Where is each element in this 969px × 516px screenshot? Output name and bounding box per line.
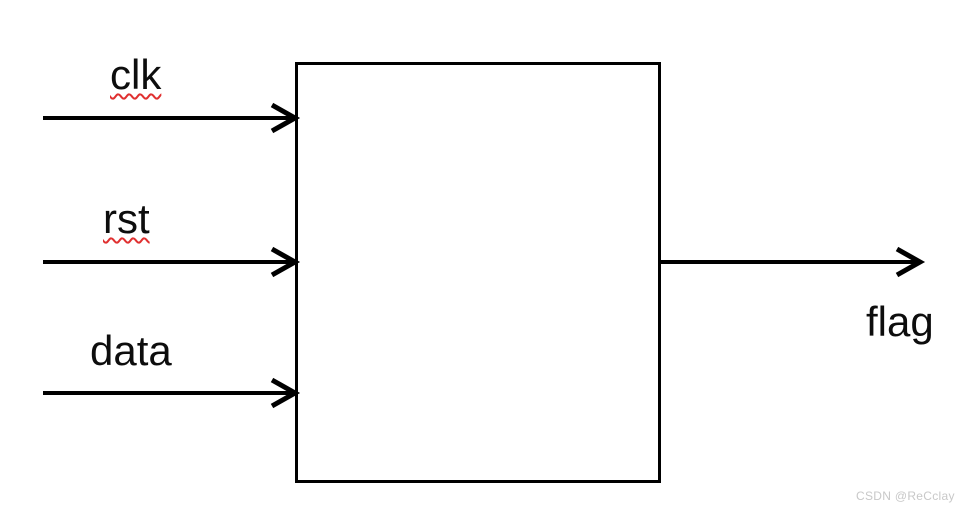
input-signal-clk: [43, 102, 301, 134]
data-arrowhead-icon: [270, 377, 301, 409]
signal-label-clk: clk: [110, 51, 162, 98]
input-signal-rst: [43, 246, 301, 278]
input-signal-data: [43, 377, 301, 409]
output-signal-flag: [660, 246, 926, 278]
csdn-watermark: CSDN @ReCclay: [856, 489, 955, 503]
clk-arrowhead-icon: [270, 102, 301, 134]
signal-label-rst: rst: [103, 195, 150, 242]
module-block-rect: [295, 62, 661, 483]
flag-arrowhead-icon: [895, 246, 926, 278]
signal-label-flag: flag: [866, 298, 934, 345]
signal-label-data: data: [90, 327, 172, 374]
rst-arrowhead-icon: [270, 246, 301, 278]
